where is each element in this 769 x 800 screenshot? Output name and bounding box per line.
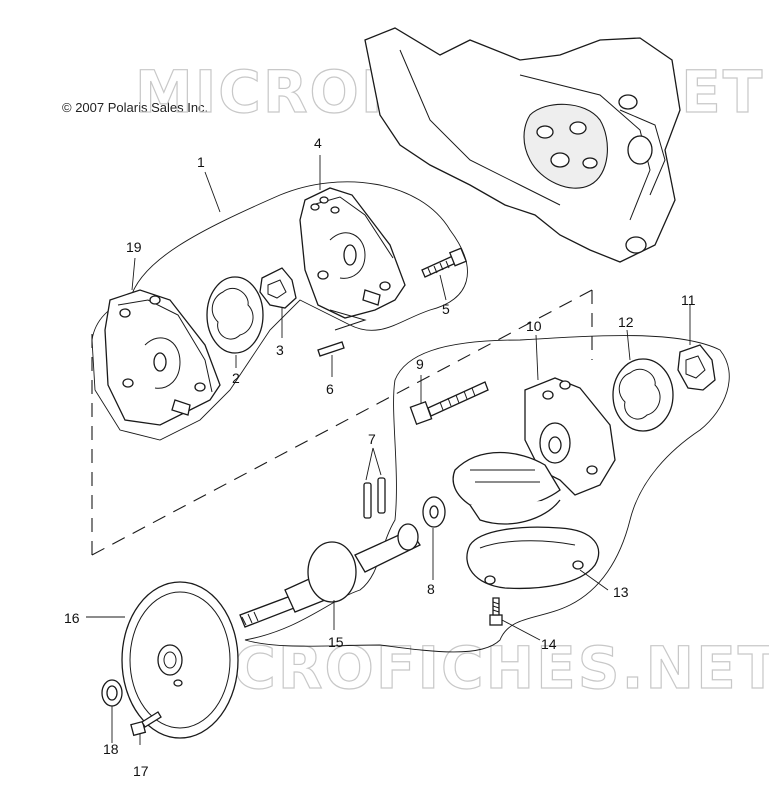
inner-rotor-part-11 <box>677 344 716 391</box>
pump-cover-part-4 <box>299 187 406 331</box>
gear-part-16 <box>121 581 239 739</box>
callout-9: 9 <box>416 356 424 372</box>
callout-19: 19 <box>126 239 142 255</box>
shaft-part-15 <box>239 523 421 628</box>
callout-18: 18 <box>103 741 119 757</box>
inner-rotor-part-3 <box>259 267 297 309</box>
crankcase-housing <box>364 27 681 263</box>
dowel-pin-part-6 <box>317 341 345 357</box>
callout-7: 7 <box>368 431 376 447</box>
screw-part-17 <box>130 711 162 737</box>
callout-6: 6 <box>326 381 334 397</box>
outer-rotor-part-12 <box>612 358 674 432</box>
washer-part-18 <box>101 679 123 707</box>
callout-15: 15 <box>328 634 344 650</box>
callout-10: 10 <box>526 318 542 334</box>
pickup-housing <box>452 451 561 525</box>
callout-3: 3 <box>276 342 284 358</box>
alignment-dashed-line <box>91 289 593 556</box>
group-outline-2 <box>244 335 730 653</box>
pump-plate-part-19 <box>104 289 221 426</box>
watermark-bottom: MICROFICHES.NET <box>150 634 769 702</box>
callout-14: 14 <box>541 636 557 652</box>
callout-4: 4 <box>314 135 322 151</box>
callout-numbers: 1 2 3 4 5 6 7 8 9 10 11 12 13 14 15 16 1… <box>64 135 696 779</box>
outer-rotor-part-2 <box>206 276 264 354</box>
callout-2: 2 <box>232 370 240 386</box>
callout-16: 16 <box>64 610 80 626</box>
pickup-screen-part-13 <box>466 526 600 590</box>
callout-12: 12 <box>618 314 634 330</box>
bolt-part-5 <box>421 247 468 278</box>
long-bolt-part-9 <box>409 381 489 426</box>
callout-1: 1 <box>197 154 205 170</box>
screw-part-14 <box>489 597 503 626</box>
callout-8: 8 <box>427 581 435 597</box>
washer-part-8 <box>422 496 446 528</box>
group-outline-1 <box>91 181 468 441</box>
pins-part-7 <box>363 477 386 519</box>
callout-11: 11 <box>681 292 696 308</box>
callout-17: 17 <box>133 763 149 779</box>
callout-13: 13 <box>613 584 629 600</box>
callout-5: 5 <box>442 301 450 317</box>
leader-lines <box>86 155 691 745</box>
copyright-notice: © 2007 Polaris Sales Inc. <box>62 100 209 115</box>
